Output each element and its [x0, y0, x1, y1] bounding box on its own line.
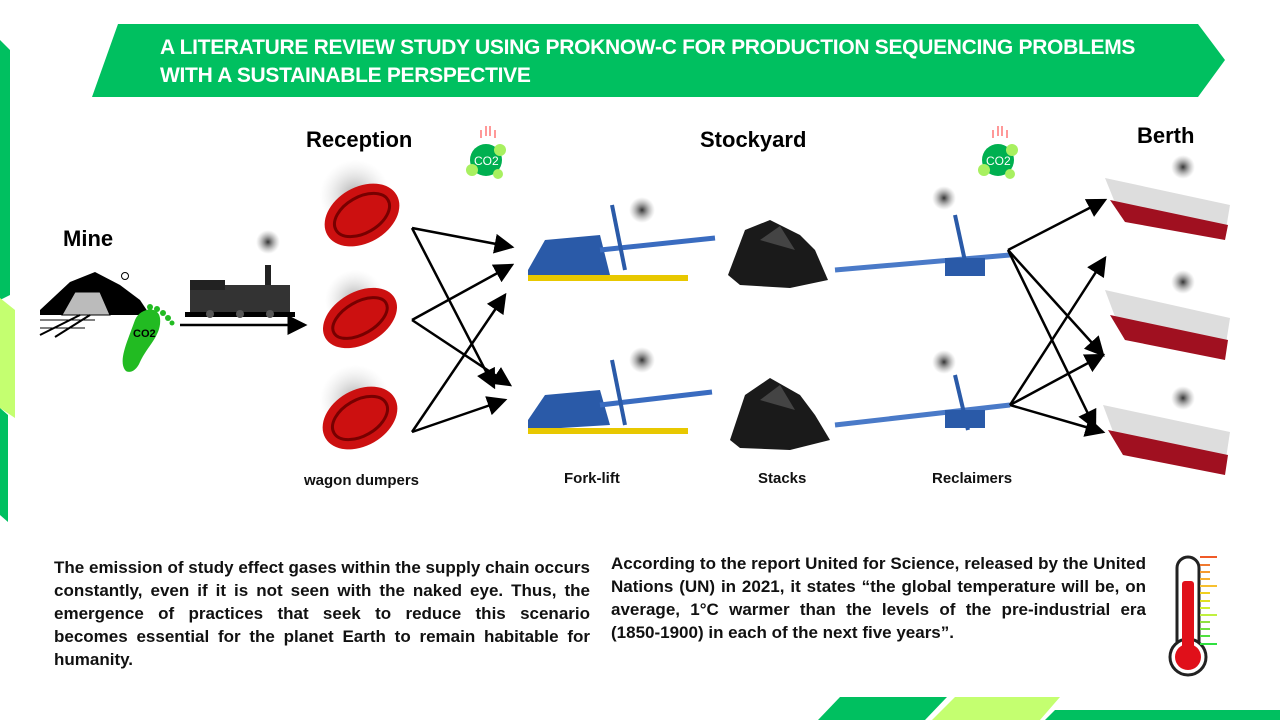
wagon-dumper-icon-3	[320, 365, 398, 450]
left-strip-top	[0, 40, 10, 300]
caption-fork-lift: Fork-lift	[564, 470, 620, 487]
ship-icon-2	[1105, 270, 1230, 360]
co2-cloud-icon-reception: CO2	[466, 126, 506, 179]
title-line-2: WITH A SUSTAINABLE PERSPECTIVE	[160, 64, 531, 87]
arrow	[411, 318, 513, 387]
wagon-dumper-icon-1	[320, 160, 400, 247]
left-strip-mid	[0, 298, 15, 418]
bottom-bar-1	[818, 697, 947, 720]
stage-label-stockyard: Stockyard	[700, 127, 807, 152]
caption-stacks: Stacks	[758, 470, 807, 487]
footprint-text: CO2	[133, 328, 156, 340]
caption-wagon-dumpers: wagon dumpers	[304, 472, 420, 489]
paragraph-emissions: The emission of study effect gases withi…	[54, 558, 590, 669]
reclaimer-icon-2	[834, 350, 1011, 431]
arrow	[411, 263, 515, 322]
arrow	[410, 292, 507, 433]
fork-lift-icon-2	[528, 347, 713, 434]
arrow	[1009, 353, 1106, 407]
coal-stack-icon-2	[730, 378, 830, 450]
arrow	[411, 226, 515, 254]
arrow	[1007, 249, 1105, 357]
stage-label-berth: Berth	[1137, 123, 1195, 148]
arrow	[1009, 403, 1106, 437]
caption-reclaimers: Reclaimers	[932, 470, 1013, 487]
flow-arrows	[180, 198, 1108, 437]
ship-icon-1	[1105, 155, 1230, 240]
train-icon	[185, 230, 295, 318]
title-line-1: A LITERATURE REVIEW STUDY USING PROKNOW-…	[160, 36, 1136, 59]
stage-label-mine: Mine	[63, 226, 114, 251]
arrow	[411, 396, 508, 434]
title-banner	[92, 24, 1225, 97]
bottom-bar-2	[932, 697, 1060, 720]
coal-stack-icon-1	[728, 220, 828, 288]
page-title: A LITERATURE REVIEW STUDY USING PROKNOW-…	[160, 34, 1200, 90]
fork-lift-icon-1	[528, 197, 716, 281]
arrow	[1008, 255, 1107, 406]
wagon-dumper-icon-2	[323, 270, 397, 349]
stage-label-reception: Reception	[306, 127, 413, 152]
reclaimer-icon-1	[834, 186, 1011, 276]
arrow	[1007, 198, 1108, 252]
mine-icon	[39, 272, 150, 338]
co2-text: CO2	[986, 154, 1011, 168]
arrow	[410, 227, 496, 390]
thermometer-icon	[1168, 555, 1217, 677]
paragraph-un-report: According to the report United for Scien…	[611, 554, 1146, 642]
bottom-bar-3	[1045, 710, 1280, 720]
co2-cloud-icon-stockyard: CO2	[978, 126, 1018, 179]
ship-icon-3	[1103, 386, 1230, 475]
co2-footprint-icon: CO2	[122, 304, 175, 372]
left-strip-bottom	[0, 408, 8, 522]
co2-text: CO2	[474, 154, 499, 168]
